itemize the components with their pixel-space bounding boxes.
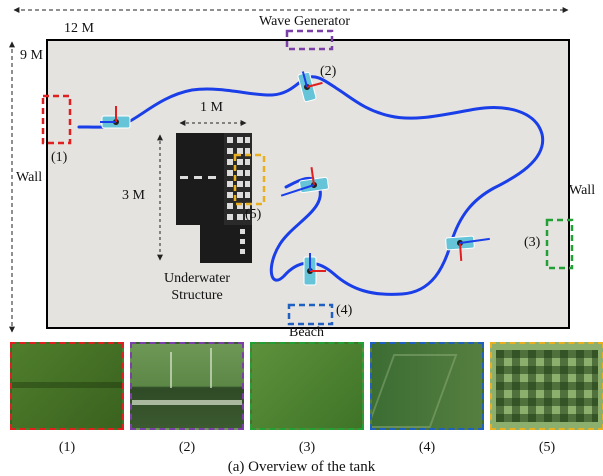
figure-caption: (a) Overview of the tank (227, 459, 376, 475)
marker-2-label: (2) (320, 64, 337, 79)
thumbnail-label-5: (5) (538, 440, 556, 455)
marker-3-box (545, 218, 574, 270)
robot-2 (297, 71, 323, 103)
thumbnail-label-3: (3) (298, 440, 316, 455)
marker-4-box (287, 303, 334, 326)
underwater-structure (176, 133, 252, 263)
structure-height-label: 3 M (122, 188, 145, 203)
camera-view-5 (490, 342, 603, 430)
camera-view-1 (10, 342, 124, 430)
wall-right-label: Wall (569, 183, 596, 198)
robot-trajectory (77, 75, 545, 296)
robot-4 (445, 235, 490, 262)
tank-width-label: 12 M (64, 21, 94, 36)
camera-view-4 (370, 342, 484, 430)
camera-view-3 (250, 342, 364, 430)
thumbnail-label-4: (4) (418, 440, 436, 455)
tank-height-label: 9 M (20, 48, 43, 63)
structure-width-label: 1 M (200, 100, 223, 115)
thumbnail-label-1: (1) (58, 440, 76, 455)
thumbnail-label-2: (2) (178, 440, 196, 455)
robot-3 (280, 167, 329, 197)
structure-name-label: Underwater Structure (164, 271, 231, 303)
marker-5-box (233, 153, 266, 206)
marker-5-label: (5) (245, 207, 262, 222)
robot-5 (303, 253, 326, 286)
wall-left-label: Wall (16, 170, 43, 185)
robot-1 (100, 106, 131, 129)
marker-2-box (285, 29, 334, 51)
wave-generator-label: Wave Generator (259, 14, 350, 29)
camera-view-2 (130, 342, 244, 430)
marker-3-label: (3) (524, 235, 541, 250)
marker-1-label: (1) (51, 150, 68, 165)
marker-4-label: (4) (336, 303, 353, 318)
beach-label: Beach (289, 325, 324, 340)
marker-1-box (41, 94, 72, 145)
